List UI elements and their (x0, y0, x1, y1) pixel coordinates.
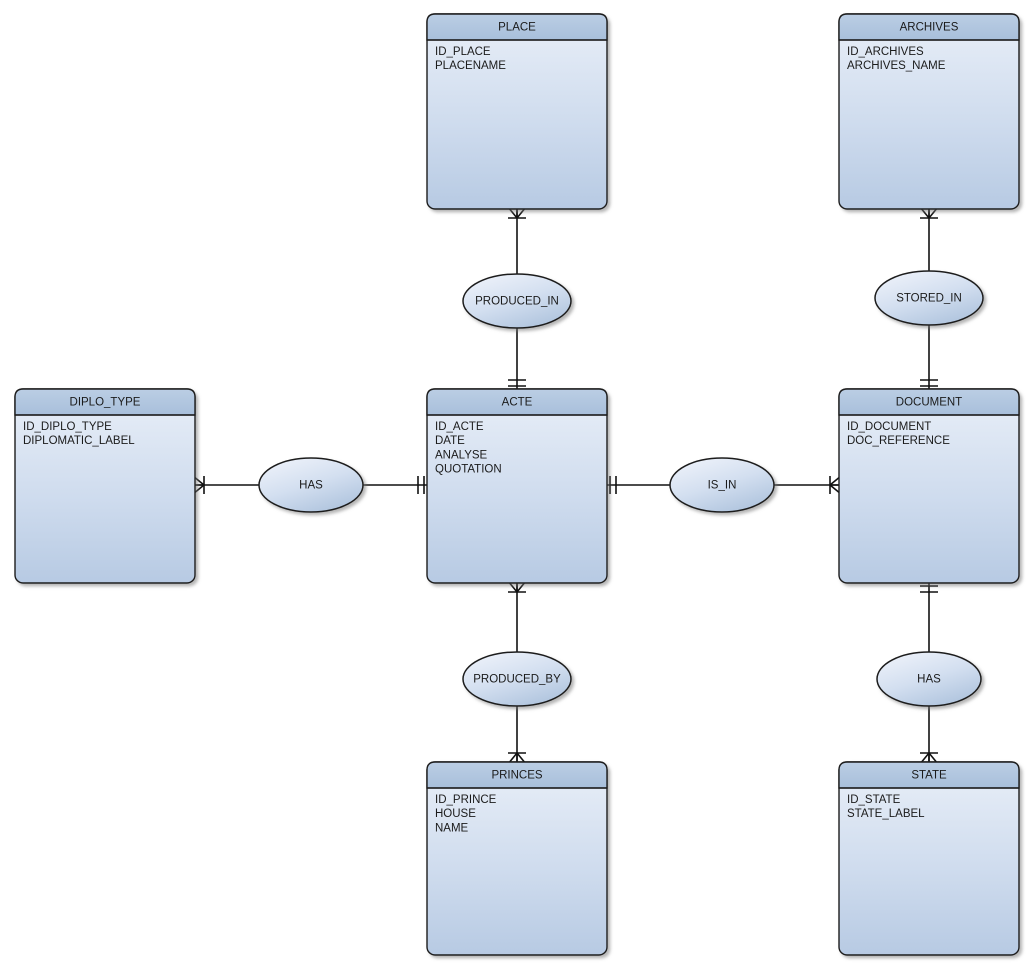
entity-attribute: DIPLOMATIC_LABEL (23, 435, 135, 447)
cardinality-has_diplo-to (417, 476, 425, 494)
entity-attribute: ID_PLACE (435, 46, 491, 58)
relationship-ellipse (258, 457, 364, 513)
entity-header (426, 761, 608, 789)
entity-attribute: HOUSE (435, 808, 476, 820)
entity-title: ARCHIVES (900, 22, 959, 34)
entity-attribute: ID_ARCHIVES (847, 46, 924, 58)
relationship-has_state[interactable]: HAS (876, 651, 982, 707)
relationship-is_in[interactable]: IS_IN (669, 457, 775, 513)
relationship-label: PRODUCED_BY (473, 674, 561, 686)
entity-diplo_type[interactable]: DIPLO_TYPE ID_DIPLO_TYPE DIPLOMATIC_LABEL (14, 388, 196, 584)
entity-title: ACTE (502, 397, 533, 409)
entity-body (426, 761, 608, 956)
relationship-ellipse (462, 273, 572, 329)
entity-header (838, 388, 1020, 416)
entity-body (14, 388, 196, 584)
entity-document[interactable]: DOCUMENT ID_DOCUMENT DOC_REFERENCE (838, 388, 1020, 584)
entity-attribute: DOC_REFERENCE (847, 435, 950, 447)
entity-title: STATE (911, 770, 947, 782)
entity-archives[interactable]: ARCHIVES ID_ARCHIVES ARCHIVES_NAME (838, 13, 1020, 210)
entity-title: PRINCES (491, 770, 542, 782)
entity-attribute: ANALYSE (435, 449, 488, 461)
entity-title: DIPLO_TYPE (70, 397, 141, 409)
relationships-layer: PRODUCED_IN STORED_IN HAS IS_IN PRODUCED_BY H… (258, 270, 984, 707)
relationship-label: HAS (299, 480, 323, 492)
relationship-produced_by[interactable]: PRODUCED_BY (462, 651, 572, 707)
entity-title: DOCUMENT (896, 397, 962, 409)
relationship-has_diplo[interactable]: HAS (258, 457, 364, 513)
entity-attribute: ID_PRINCE (435, 794, 497, 806)
relationship-ellipse (874, 270, 984, 326)
relationship-label: PRODUCED_IN (475, 296, 559, 308)
relationship-ellipse (876, 651, 982, 707)
entity-princes[interactable]: PRINCES ID_PRINCE HOUSE NAME (426, 761, 608, 956)
cardinality-stored_in-to (920, 379, 938, 387)
edge-has_diplo (192, 475, 427, 495)
entity-place[interactable]: PLACE ID_PLACE PLACENAME (426, 13, 608, 210)
relationship-ellipse (669, 457, 775, 513)
relationship-stored_in[interactable]: STORED_IN (874, 270, 984, 326)
entity-body (838, 388, 1020, 584)
entity-attribute: ID_DOCUMENT (847, 421, 931, 433)
entity-body (838, 761, 1020, 956)
entity-acte[interactable]: ACTE ID_ACTE DATE ANALYSE QUOTATION (426, 388, 608, 584)
edges-layer (192, 206, 939, 765)
entity-attribute: ID_STATE (847, 794, 901, 806)
entity-header (838, 13, 1020, 41)
entity-attribute: NAME (435, 822, 469, 834)
edge-produced_in (507, 206, 527, 389)
relationship-produced_in[interactable]: PRODUCED_IN (462, 273, 572, 329)
entity-body (426, 13, 608, 210)
edge-produced_by (507, 580, 527, 765)
entity-attribute: ID_DIPLO_TYPE (23, 421, 112, 433)
cardinality-produced_in-to (508, 379, 526, 387)
entity-attribute: ID_ACTE (435, 421, 484, 433)
edge-is_in (607, 475, 842, 495)
entity-attribute: ARCHIVES_NAME (847, 60, 946, 72)
entity-title: PLACE (498, 22, 536, 34)
entity-state[interactable]: STATE ID_STATE STATE_LABEL (838, 761, 1020, 956)
relationship-ellipse (462, 651, 572, 707)
entity-attribute: DATE (435, 435, 465, 447)
cardinality-has_state-from (920, 585, 938, 593)
relationship-label: HAS (917, 674, 941, 686)
entity-attribute: PLACENAME (435, 60, 506, 72)
entity-body (426, 388, 608, 584)
edge-has_state (919, 583, 939, 765)
entity-header (14, 388, 196, 416)
relationship-label: STORED_IN (896, 293, 962, 305)
relationship-label: IS_IN (708, 480, 737, 492)
entity-attribute: QUOTATION (435, 464, 502, 476)
entity-header (426, 388, 608, 416)
entity-body (838, 13, 1020, 210)
entities-layer: PLACE ID_PLACE PLACENAME ARCHIVES ID_ARCHIVE… (14, 13, 1020, 956)
cardinality-is_in-from (609, 476, 617, 494)
entity-header (426, 13, 608, 41)
entity-attribute: STATE_LABEL (847, 808, 925, 820)
edge-stored_in (919, 206, 939, 389)
entity-header (838, 761, 1020, 789)
